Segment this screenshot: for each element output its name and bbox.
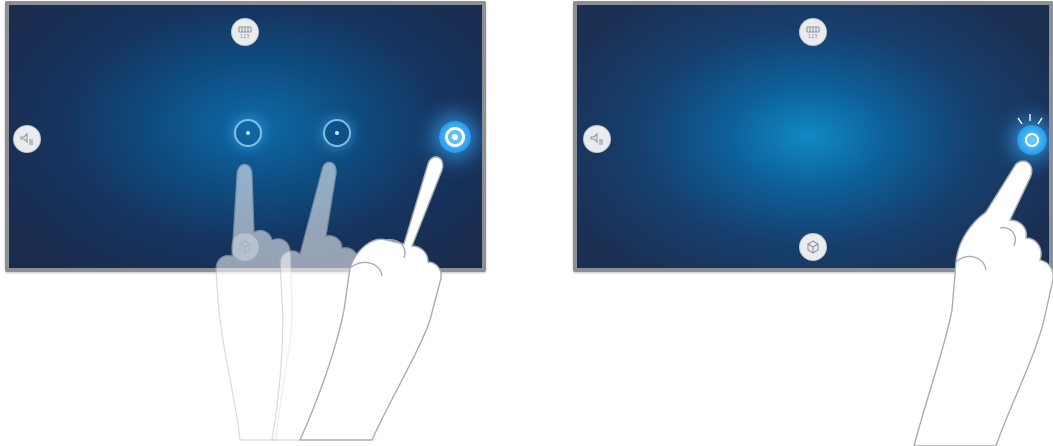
- hand-right: [914, 161, 1053, 446]
- click-sparkle: [1018, 114, 1042, 124]
